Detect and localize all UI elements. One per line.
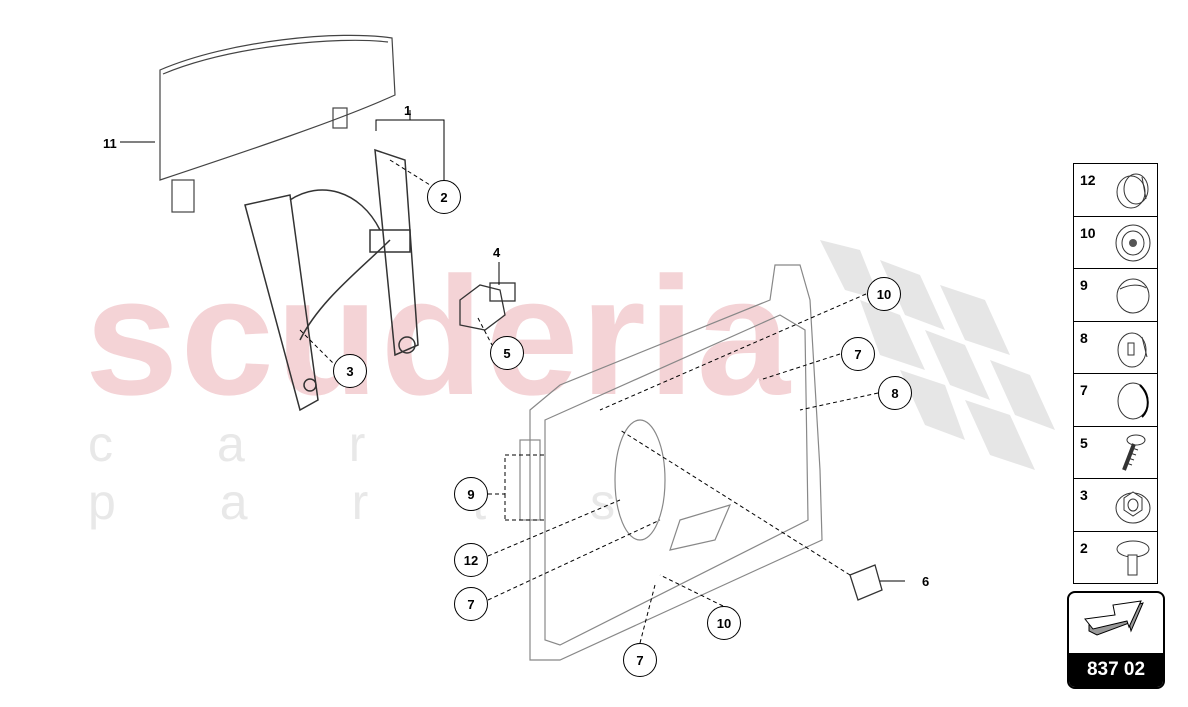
- pan-head-clip-icon: [1116, 540, 1150, 575]
- window-glass: [159, 34, 396, 213]
- legend-item-8[interactable]: 8: [1074, 322, 1157, 374]
- ring-grommet-icon: [1115, 224, 1151, 261]
- diagram-code: 837 02: [1069, 653, 1163, 687]
- legend-number: 5: [1080, 434, 1088, 451]
- label-part-1: 1: [404, 103, 412, 118]
- legend-item-7[interactable]: 7: [1074, 374, 1157, 427]
- legend-number: 12: [1080, 172, 1096, 188]
- legend-number: 10: [1080, 224, 1096, 241]
- checkered-flag-icon: [820, 240, 1055, 470]
- window-regulator: [244, 148, 419, 412]
- diagram-code-box[interactable]: 837 02: [1067, 591, 1165, 689]
- legend-item-2[interactable]: 2: [1074, 532, 1157, 584]
- callout-part-7[interactable]: 7: [454, 587, 488, 621]
- callout-part-10[interactable]: 10: [707, 606, 741, 640]
- parts-legend: 12 10 9 8 7 5 3 2: [1073, 163, 1158, 584]
- callout-part-7[interactable]: 7: [623, 643, 657, 677]
- flange-nut-icon: [1115, 491, 1151, 524]
- callout-part-9[interactable]: 9: [454, 477, 488, 511]
- legend-item-9[interactable]: 9: [1074, 269, 1157, 322]
- callout-part-5[interactable]: 5: [490, 336, 524, 370]
- flat-cap-icon: [1116, 278, 1150, 314]
- door-inner-panel: [519, 264, 823, 661]
- legend-number: 9: [1080, 277, 1088, 293]
- legend-item-10[interactable]: 10: [1074, 217, 1157, 269]
- slotted-plug-icon: [1117, 332, 1148, 367]
- grommet-plug-icon: [1116, 173, 1149, 209]
- dome-cap-icon: [1117, 382, 1149, 420]
- legend-number: 2: [1080, 539, 1088, 556]
- label-part-4: 4: [493, 245, 501, 260]
- regulator-motor: [459, 282, 516, 331]
- legend-item-5[interactable]: 5: [1074, 427, 1157, 479]
- callout-part-7[interactable]: 7: [841, 337, 875, 371]
- callout-part-2[interactable]: 2: [427, 180, 461, 214]
- legend-number: 3: [1080, 487, 1088, 503]
- legend-item-12[interactable]: 12: [1074, 164, 1157, 217]
- legend-number: 7: [1080, 382, 1088, 398]
- label-part-11: 11: [103, 136, 117, 151]
- legend-item-3[interactable]: 3: [1074, 479, 1157, 532]
- tapping-screw-icon: [1122, 434, 1146, 471]
- callout-part-8[interactable]: 8: [878, 376, 912, 410]
- callout-part-3[interactable]: 3: [333, 354, 367, 388]
- next-diagram-arrow-icon: [1084, 600, 1144, 636]
- callout-part-10[interactable]: 10: [867, 277, 901, 311]
- label-part-6: 6: [922, 574, 930, 589]
- callout-part-12[interactable]: 12: [454, 543, 488, 577]
- legend-number: 8: [1080, 329, 1088, 346]
- door-module-part-6: [849, 564, 883, 601]
